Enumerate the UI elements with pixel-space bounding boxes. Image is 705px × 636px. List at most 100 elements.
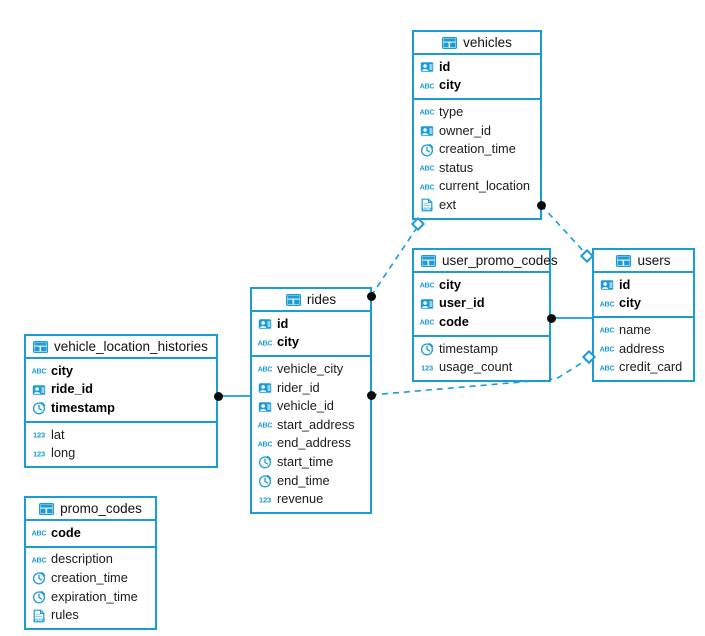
field-label: city xyxy=(51,362,74,378)
field-label: status xyxy=(439,159,474,175)
id-badge-icon xyxy=(420,60,434,74)
entity-header-vehicles[interactable]: vehicles xyxy=(414,32,540,55)
abc-text-icon: ABC xyxy=(32,364,46,378)
field-row-start_time[interactable]: start_time xyxy=(252,453,370,472)
entity-title: vehicle_location_histories xyxy=(54,338,208,354)
field-label: id xyxy=(277,315,289,331)
field-row-city[interactable]: ABC city xyxy=(414,276,549,295)
field-row-id[interactable]: id xyxy=(414,58,540,77)
field-row-user_id[interactable]: user_id xyxy=(414,295,549,314)
field-row-timestamp[interactable]: timestamp xyxy=(26,399,216,418)
field-row-code[interactable]: ABC code xyxy=(26,524,155,543)
field-row-creation_time[interactable]: creation_time xyxy=(414,140,540,159)
table-grid-icon xyxy=(421,254,436,267)
entity-header-users[interactable]: users xyxy=(594,250,693,273)
field-row-creation_time[interactable]: creation_time xyxy=(26,569,155,588)
svg-text:ABC: ABC xyxy=(600,299,614,308)
entity-header-vehicle_location_histories[interactable]: vehicle_location_histories xyxy=(26,336,216,359)
field-row-start_address[interactable]: ABC start_address xyxy=(252,416,370,435)
svg-text:ABC: ABC xyxy=(420,164,434,173)
field-label: end_address xyxy=(277,435,351,451)
field-row-ride_id[interactable]: ride_id xyxy=(26,381,216,400)
field-row-end_time[interactable]: end_time xyxy=(252,472,370,491)
field-row-id[interactable]: id xyxy=(594,276,693,295)
id-badge-icon xyxy=(258,400,272,414)
field-row-owner_id[interactable]: owner_id xyxy=(414,122,540,141)
entity-header-user_promo_codes[interactable]: user_promo_codes xyxy=(414,250,558,273)
entity-header-rides[interactable]: rides xyxy=(252,289,370,312)
svg-text:ABC: ABC xyxy=(600,326,614,335)
id-badge-icon xyxy=(600,278,614,292)
field-row-timestamp[interactable]: timestamp xyxy=(414,340,549,359)
field-label: ride_id xyxy=(51,381,93,397)
svg-text:ABC: ABC xyxy=(420,281,434,290)
field-label: current_location xyxy=(439,178,531,194)
svg-text:ABC: ABC xyxy=(32,555,46,564)
field-label: credit_card xyxy=(619,359,683,375)
field-row-vehicle_id[interactable]: vehicle_id xyxy=(252,397,370,416)
svg-text:ABC: ABC xyxy=(32,367,46,376)
field-label: ext xyxy=(439,197,457,213)
field-label: city xyxy=(439,276,462,292)
entity-header-promo_codes[interactable]: promo_codes xyxy=(26,498,155,521)
field-row-city[interactable]: ABC city xyxy=(26,362,216,381)
id-badge-icon xyxy=(258,317,272,331)
field-label: start_address xyxy=(277,416,355,432)
field-row-credit_card[interactable]: ABC credit_card xyxy=(594,358,693,377)
field-row-expiration_time[interactable]: expiration_time xyxy=(26,588,155,607)
field-label: user_id xyxy=(439,295,485,311)
id-badge-icon xyxy=(420,124,434,138)
field-row-id[interactable]: id xyxy=(252,315,370,334)
relationship-line-vehicles-to-rides xyxy=(370,225,419,297)
abc-text-icon: ABC xyxy=(32,526,46,540)
table-grid-icon xyxy=(616,254,632,267)
abc-text-icon: ABC xyxy=(600,323,614,337)
svg-text:ABC: ABC xyxy=(420,108,434,117)
table-grid-icon xyxy=(442,36,458,49)
field-label: owner_id xyxy=(439,122,491,138)
abc-text-icon: ABC xyxy=(600,361,614,375)
entity-title: user_promo_codes xyxy=(442,252,558,268)
entity-title: rides xyxy=(306,291,337,307)
field-label: code xyxy=(51,524,81,540)
relationship-many-marker-vehicle-location-histories-to-rides xyxy=(213,391,223,401)
svg-text:ABC: ABC xyxy=(420,318,434,327)
123-number-icon: 123 xyxy=(32,428,46,442)
field-row-status[interactable]: ABC status xyxy=(414,159,540,178)
field-label: expiration_time xyxy=(51,588,138,604)
field-row-rider_id[interactable]: rider_id xyxy=(252,379,370,398)
primary-key-group: ABC code xyxy=(26,521,155,546)
abc-text-icon: ABC xyxy=(258,418,272,432)
relationship-many-marker-user-promo-codes-to-users xyxy=(546,313,556,323)
field-label: vehicle_id xyxy=(277,398,334,414)
abc-text-icon: ABC xyxy=(420,315,434,329)
